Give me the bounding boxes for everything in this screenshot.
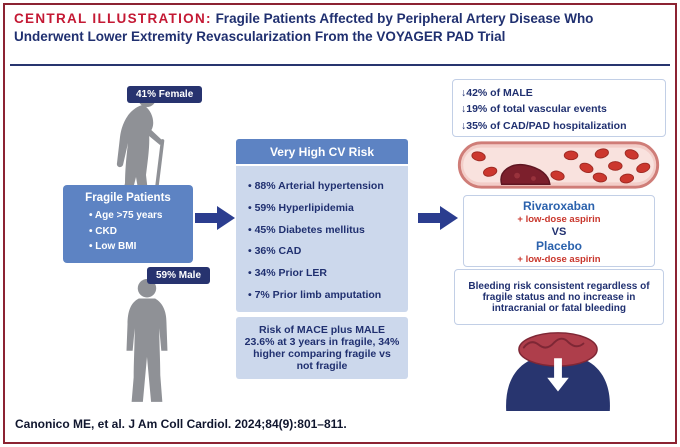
bleeding-risk-note: Bleeding risk consistent regardless of f… [454,269,664,325]
outcome-item: ↓35% of CAD/PAD hospitalization [461,119,627,132]
vs-label: VS [551,226,567,239]
citation: Canonico ME, et al. J Am Coll Cardiol. 2… [15,417,347,431]
mace-risk-note: Risk of MACE plus MALE 23.6% at 3 years … [236,317,408,379]
red-blood-cells [471,148,651,184]
treatment-comparison-box: Rivaroxaban + low-dose aspirin VS Placeb… [463,195,655,267]
risk-item: 34% Prior LER [248,263,400,285]
fragile-patients-box: Fragile Patients Age >75 years CKD Low B… [63,185,193,263]
artery-illustration [457,141,660,189]
flow-arrow-icon [418,206,458,230]
fragile-item: CKD [69,224,187,240]
risk-item: 45% Diabetes mellitus [248,220,400,242]
flow-arrow-icon [195,206,235,230]
rivaroxaban-aspirin-label: + low-dose aspirin [517,213,601,225]
outcome-item: ↓19% of total vascular events [461,103,607,116]
brain-illustration [506,332,610,411]
risk-item: 88% Arterial hypertension [248,176,400,198]
thrombus [500,164,551,185]
figure-title: CENTRAL ILLUSTRATION: Fragile Patients A… [14,10,665,46]
drug-placebo: Placebo [535,239,583,254]
cv-risk-list: 88% Arterial hypertension 59% Hyperlipid… [236,166,408,312]
risk-item: 7% Prior limb amputation [248,285,400,307]
male-badge: 59% Male [147,267,211,284]
fragile-item: Low BMI [69,239,187,255]
female-badge: 41% Female [127,86,203,103]
drug-rivaroxaban: Rivaroxaban [522,199,596,213]
central-illustration-label: CENTRAL ILLUSTRATION: [14,11,212,26]
outcome-item: ↓42% of MALE [461,87,533,99]
down-arrow-icon [547,358,569,392]
elderly-man-silhouette [126,279,168,402]
title-text: Fragile Patients Affected by Peripheral … [14,11,594,44]
fragile-item: Age >75 years [69,208,187,224]
fragile-box-title: Fragile Patients [85,192,171,204]
risk-item: 59% Hyperlipidemia [248,198,400,220]
title-divider [10,64,670,66]
outcomes-box: ↓42% of MALE ↓19% of total vascular even… [452,79,666,137]
placebo-aspirin-label: + low-dose aspirin [517,253,601,265]
very-high-cv-risk-header: Very High CV Risk [236,139,408,164]
risk-item: 36% CAD [248,241,400,263]
figure-border: CENTRAL ILLUSTRATION: Fragile Patients A… [3,3,677,444]
